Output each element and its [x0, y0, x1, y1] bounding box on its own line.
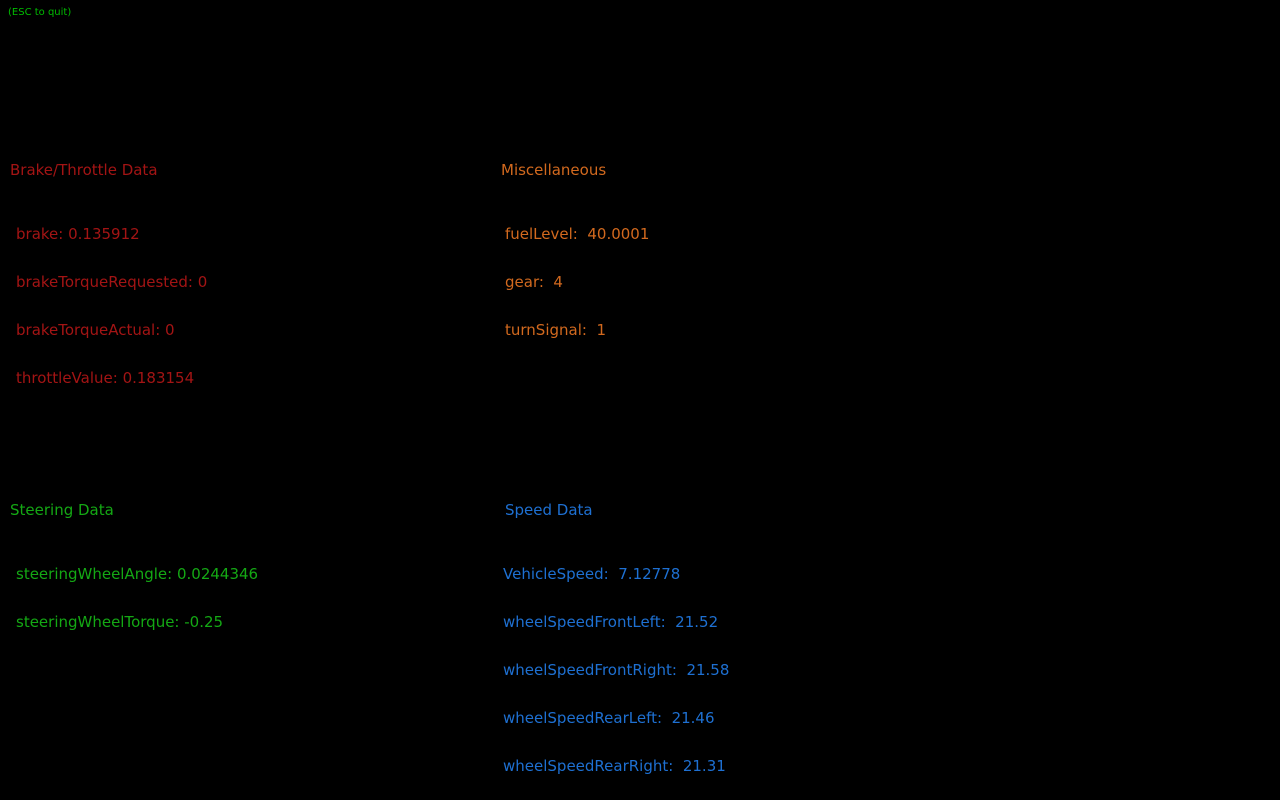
- line-gear: gear: 4: [505, 273, 563, 291]
- section-body-brake-throttle: brake: 0.135912 brakeTorqueRequested: 0 …: [16, 194, 207, 418]
- section-title-steering: Steering Data: [10, 501, 114, 519]
- quit-hint: (ESC to quit): [8, 7, 72, 18]
- section-miscellaneous: Miscellaneous fuelLevel: 40.0001 gear: 4…: [501, 162, 649, 338]
- section-title-brake-throttle: Brake/Throttle Data: [10, 161, 158, 179]
- section-title-miscellaneous: Miscellaneous: [501, 161, 607, 179]
- section-speed-data: Speed Data VehicleSpeed: 7.12778 wheelSp…: [503, 502, 729, 774]
- section-brake-throttle-data: Brake/Throttle Data brake: 0.135912 brak…: [10, 162, 207, 386]
- line-wheel-speed-rear-right: wheelSpeedRearRight: 21.31: [503, 757, 726, 775]
- line-vehicle-speed: VehicleSpeed: 7.12778: [503, 565, 681, 583]
- line-steering-wheel-angle: steeringWheelAngle: 0.0244346: [16, 565, 259, 583]
- line-fuel-level: fuelLevel: 40.0001: [505, 225, 650, 243]
- line-wheel-speed-front-left: wheelSpeedFrontLeft: 21.52: [503, 613, 719, 631]
- line-brake-torque-requested: brakeTorqueRequested: 0: [16, 273, 208, 291]
- section-body-steering: steeringWheelAngle: 0.0244346 steeringWh…: [16, 534, 258, 662]
- line-wheel-speed-rear-left: wheelSpeedRearLeft: 21.46: [503, 709, 715, 727]
- line-turn-signal: turnSignal: 1: [505, 321, 607, 339]
- line-brake-torque-actual: brakeTorqueActual: 0: [16, 321, 175, 339]
- section-steering-data: Steering Data steeringWheelAngle: 0.0244…: [10, 502, 258, 630]
- line-throttle-value: throttleValue: 0.183154: [16, 369, 195, 387]
- section-body-speed: VehicleSpeed: 7.12778 wheelSpeedFrontLef…: [503, 534, 729, 800]
- line-steering-wheel-torque: steeringWheelTorque: -0.25: [16, 613, 224, 631]
- line-brake: brake: 0.135912: [16, 225, 140, 243]
- section-title-speed: Speed Data: [505, 501, 593, 519]
- line-wheel-speed-front-right: wheelSpeedFrontRight: 21.58: [503, 661, 730, 679]
- section-body-miscellaneous: fuelLevel: 40.0001 gear: 4 turnSignal: 1: [505, 194, 649, 370]
